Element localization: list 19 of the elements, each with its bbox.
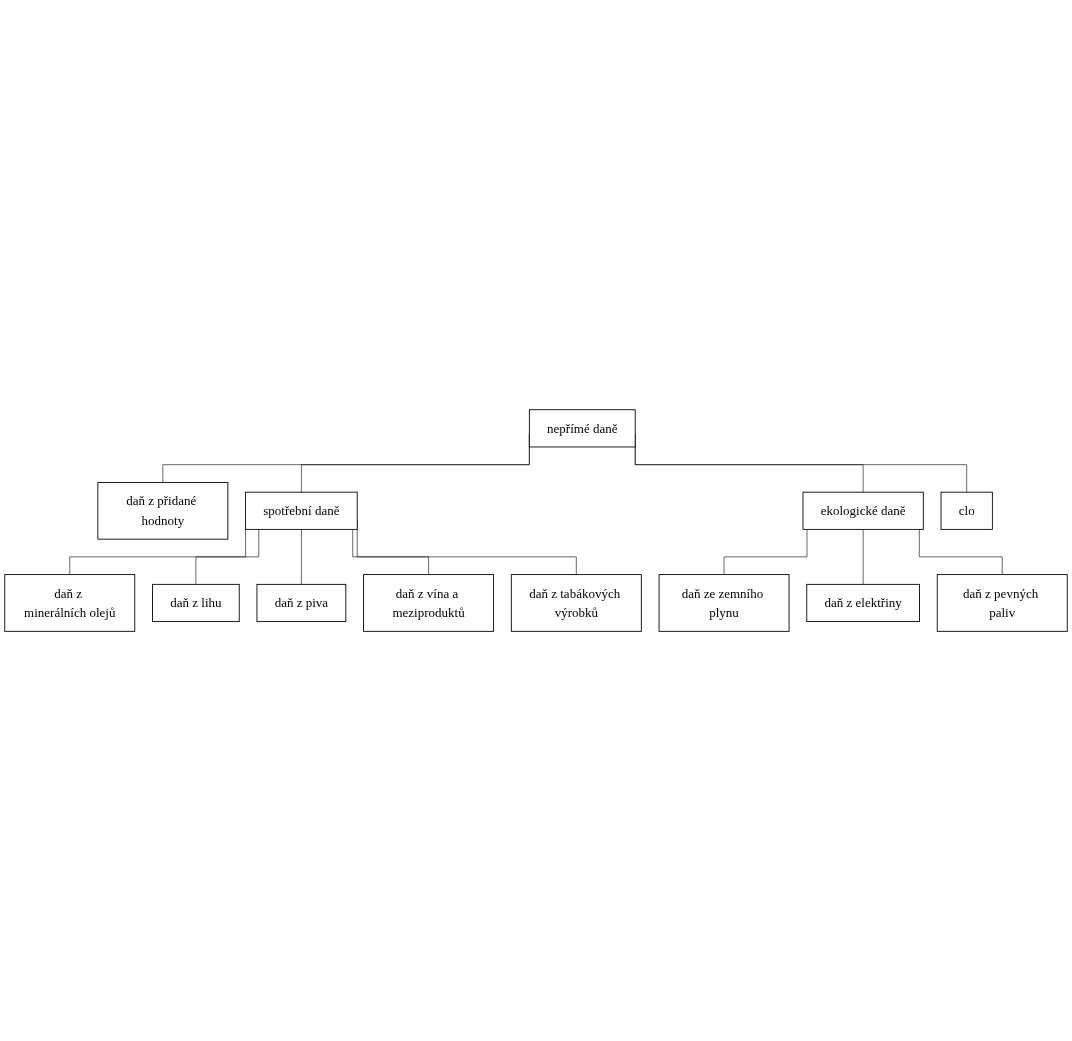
node-box: nepřímé daně: [528, 409, 636, 448]
connector: [352, 529, 429, 575]
node-box: daň z minerálních olejů: [4, 574, 136, 632]
connector: [862, 529, 864, 585]
node-box: daň z pevných paliv: [936, 574, 1068, 632]
connector: [919, 529, 1003, 575]
node-box: daň z tabákových výrobků: [510, 574, 642, 632]
node-box: daň z vína a meziproduktů: [363, 574, 495, 632]
node-box: ekologické daně: [802, 491, 924, 530]
node-box: daň z lihu: [152, 583, 240, 622]
connector: [723, 529, 808, 575]
node-box: daň ze zemního plynu: [658, 574, 790, 632]
node-box: spotřební daně: [245, 491, 358, 530]
node-box: clo: [940, 491, 993, 530]
node-box: daň z piva: [256, 583, 347, 622]
node-box: daň z elektřiny: [806, 583, 920, 622]
connector: [195, 529, 260, 585]
connector: [301, 529, 302, 585]
node-box: daň z přidané hodnoty: [97, 481, 229, 540]
